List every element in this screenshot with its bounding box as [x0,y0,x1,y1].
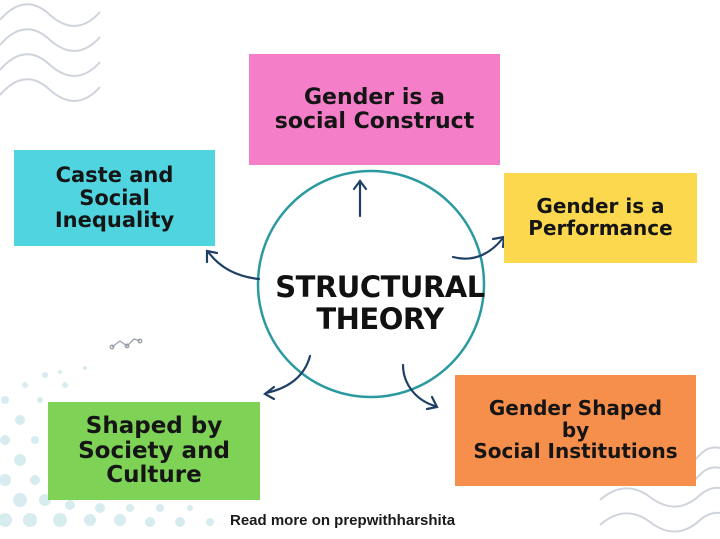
node-text-line: Society and [78,437,230,464]
center-title-line1: STRUCTURAL [275,270,485,304]
node-caste-social-inequality: Caste and Social Inequality [14,150,215,246]
arrow-up-icon [352,179,368,218]
squiggle-icon [109,338,143,350]
arrow-right-icon [451,235,506,260]
node-text-line: Gender Shaped [488,396,663,421]
center-title-line2: THEORY [316,301,444,336]
node-text-line: Shaped by [85,412,223,439]
node-text-line: Caste and [55,162,174,187]
node-text-line: Social [79,185,150,210]
node-text-line: Gender is a [304,84,445,110]
node-gender-social-construct: Gender is a social Construct [249,54,500,165]
node-gender-performance: Gender is a Performance [504,173,697,263]
wave-lines-top-left-icon [0,3,101,102]
node-gender-shaped-social-institutions: Gender Shaped by Social Institutions [455,375,696,486]
node-text-line: social Construct [274,108,475,134]
node-text-line: Social Institutions [473,439,678,464]
node-shaped-by-society-culture: Shaped by Society and Culture [48,402,260,500]
footer-credit: Read more on prepwithharshita [230,512,456,529]
arrow-bottom-left-icon [263,354,312,401]
node-text-line: Culture [106,462,202,489]
node-text-line: Gender is a [536,194,665,219]
arrow-left-icon [205,249,261,281]
node-text-line: Inequality [54,208,175,233]
center-title: STRUCTURAL THEORY [262,270,498,336]
node-text-line: Performance [528,216,673,240]
arrow-bottom-right-icon [401,363,439,411]
node-text-line: by [561,417,590,442]
